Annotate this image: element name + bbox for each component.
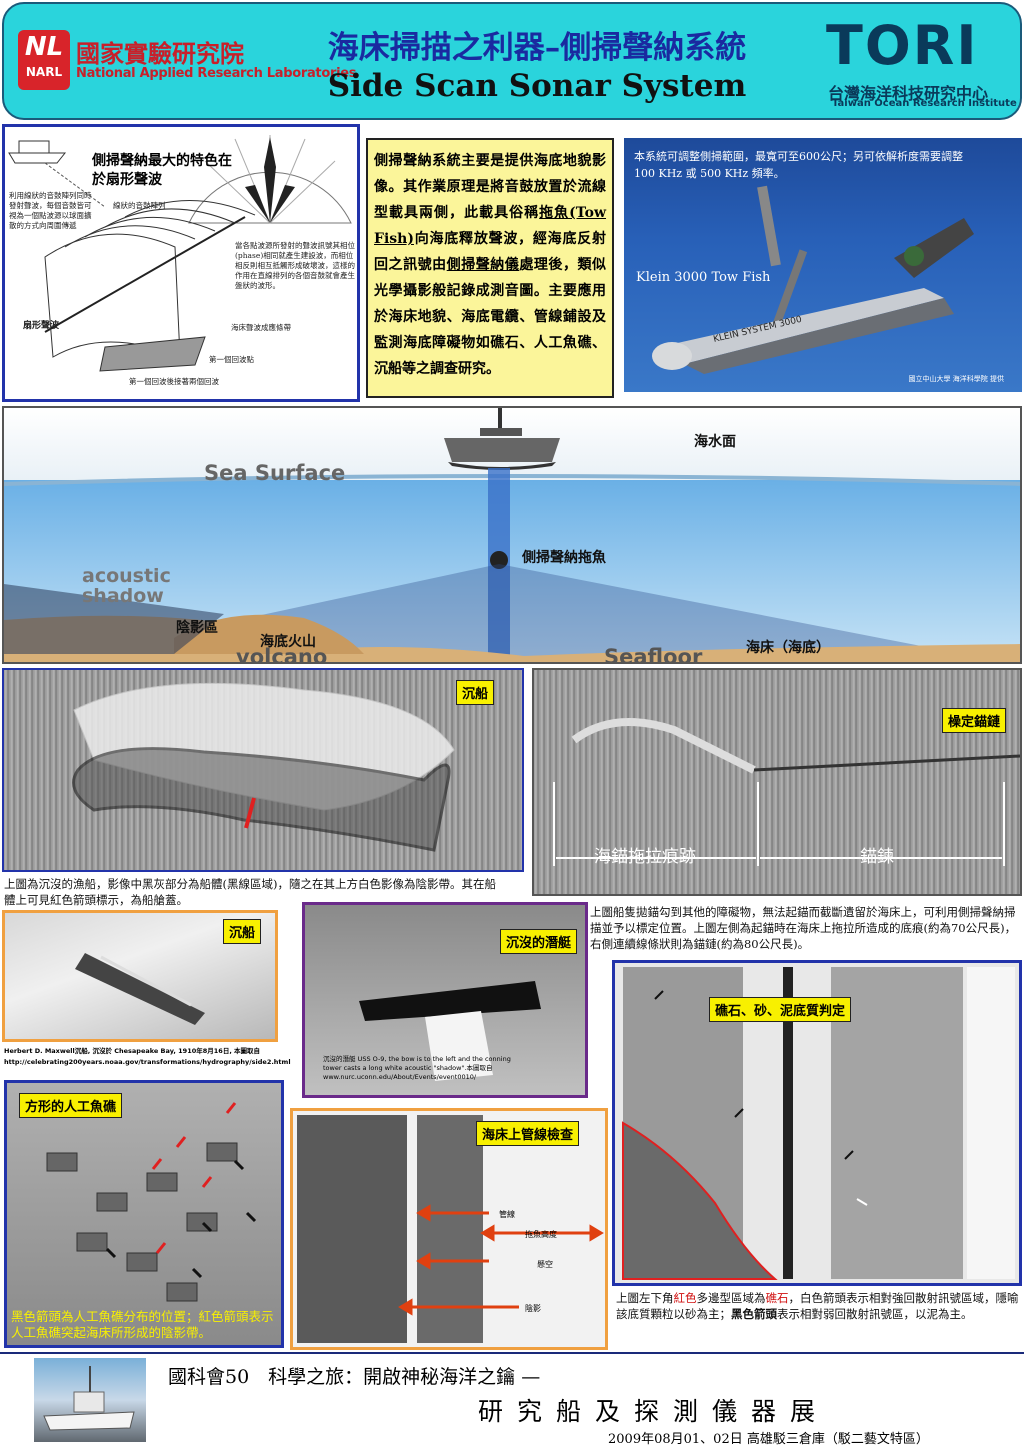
towfish-credit: 國立中山大學 海洋科學院 提供 xyxy=(908,375,1004,383)
sea-cross-section-diagram: Sea Surface acoustic shadow volcano Seaf… xyxy=(4,408,1020,664)
pipeline-image: 海床上管線檢查 管線 拖魚高度 懸空 陰影 xyxy=(290,1108,608,1350)
sediment-caption-b: 多邊型區域為 xyxy=(696,1291,766,1305)
sediment-caption: 上圖左下角紅色多邊型區域為礁石，白色箭頭表示相對強回散射訊號區域，隱喻該底質顆粒… xyxy=(616,1290,1020,1322)
narl-logo-text: NARL xyxy=(25,65,63,79)
fan-beam-diagram-panel: 利用線狀的音鼓陣列同時發射聲波，每個音鼓皆可視為一個點波源以球面擴散的方式向周圍… xyxy=(2,124,360,402)
intro-text-sonar: 側掃聲納儀 xyxy=(446,257,520,273)
sediment-caption-d: 表示相對弱回散射訊號區，以泥為主。 xyxy=(777,1307,973,1321)
seafloor-label-zh: 海床（海底） xyxy=(746,639,830,656)
beam-pattern-icon xyxy=(188,135,352,224)
tori-name-en: Taiwan Ocean Research Institute xyxy=(832,98,1017,109)
reef-markers-icon xyxy=(46,1102,257,1302)
intro-text-c: 向海底釋放聲波，經海底反射回之訊號由 xyxy=(374,231,606,273)
reef-caption: 黑色箭頭為人工魚礁分布的位置；紅色箭頭表示人工魚礁突起海床所形成的陰影帶。 xyxy=(11,1309,274,1340)
sediment-caption-a: 上圖左下角 xyxy=(616,1291,674,1305)
diagram-label-band: 海床聲波成應條帶 xyxy=(231,323,291,332)
tori-name-zh: 台灣海洋科技研究中心 xyxy=(828,84,989,103)
footer-event-line: 國科會50 科學之旅：開啟神秘海洋之鑰 — xyxy=(168,1366,541,1388)
narl-logo: 𝙉𝙇 NARL xyxy=(18,30,70,90)
footer-date-venue: 2009年08月01、02日 高雄駁三倉庫（駁二藝文特區） xyxy=(608,1432,929,1447)
pipeline-pipe-label: 管線 xyxy=(499,1210,515,1219)
volcano-label-zh: 海底火山 xyxy=(260,633,316,650)
sediment-label: 礁石、砂、泥底質判定 xyxy=(709,997,852,1022)
shadow-label-zh: 陰影區 xyxy=(176,619,218,636)
intro-text-e: 處理後，類似光學攝影般記錄成測音圖。主要應用於海床地貌、海底電纜、管線鋪設及監測… xyxy=(374,257,607,377)
wreck2-ship-icon xyxy=(75,953,205,1025)
intro-text-towfish: 拖魚(Tow Fish) xyxy=(374,205,607,247)
anchor-trace-icon xyxy=(553,718,1021,866)
wreck2-caption: Herbert D. Maxwell沉船, 沉沒於 Chesapeake Bay… xyxy=(4,1047,291,1066)
anchor-chain-label: 錨鍊 xyxy=(860,847,894,867)
pipeline-label: 海床上管線檢查 xyxy=(475,1121,579,1146)
intro-text-box: 側掃聲納系統主要是提供海底地貌影像。其作業原理是將音鼓放置於流線型載具兩側，此載… xyxy=(366,138,614,398)
diagram-note-left: 利用線狀的音鼓陣列同時發射聲波，每個音鼓皆可視為一個點波源以球面擴散的方式向周圍… xyxy=(9,191,92,230)
wreck2-image: 沉船 xyxy=(2,910,278,1042)
sediment-caption-red1: 紅色 xyxy=(673,1291,697,1305)
submarine-image: 沉沒的潛艇 沉沒的潛艇 USS O-9, the bow is to the l… xyxy=(302,902,588,1098)
artificial-reef-image: 方形的人工魚礁 黑色箭頭為人工魚礁分布的位置；紅色箭頭表示人工魚礁突起海床所形成… xyxy=(4,1080,284,1348)
wreck-sonar-image: 沉船 xyxy=(2,668,524,872)
towfish-label: Klein 3000 Tow Fish xyxy=(636,270,771,285)
anchor-caption: 上圖船隻拋錨勾到其他的障礙物，無法起錨而截斷遺留於海床上，可利用側掃聲納掃描並予… xyxy=(590,905,1017,951)
diagram-label-bottom: 第一個回波後接著兩個回波 xyxy=(129,377,219,386)
towfish-description: 本系統可調整側掃範圍，最寬可至600公尺；另可依解析度需要調整 100 KHz … xyxy=(634,150,963,180)
pipeline-shadow-label: 陰影 xyxy=(525,1304,541,1313)
diagram-label-first: 第一個回波點 xyxy=(209,355,254,364)
sediment-sonar-image: 礁石、砂、泥底質判定 xyxy=(612,960,1022,1286)
anchor-drag-label: 海錨拖拉痕跡 xyxy=(594,847,696,867)
page-title-zh: 海床掃描之利器–側掃聲納系統 xyxy=(327,30,747,66)
reef-label: 方形的人工魚礁 xyxy=(19,1093,123,1118)
page-title-en: Side Scan Sonar System xyxy=(327,68,747,104)
acoustic-shadow-region xyxy=(4,584,224,654)
ship-icon xyxy=(444,408,560,470)
narl-name-zh: 國家實驗研究院 xyxy=(76,40,244,68)
submarine-label: 沉沒的潛艇 xyxy=(499,929,577,954)
volcano-label-en: volcano xyxy=(236,645,327,664)
sea-cross-section: Sea Surface acoustic shadow volcano Seaf… xyxy=(2,406,1022,664)
acoustic-shadow-label-1: acoustic xyxy=(82,565,171,587)
tori-logo: TORI xyxy=(826,14,979,77)
hatch-arrow-icon xyxy=(244,797,256,829)
diagram-label-fan: 扇形聲波 xyxy=(23,321,60,331)
research-vessel-photo xyxy=(34,1358,146,1442)
sediment-caption-red2: 礁石 xyxy=(765,1291,789,1305)
wreck2-label: 沉船 xyxy=(222,919,261,944)
diagram-note-right: 當各點波源所發射的聲波訊號其相位(phase)相同就產生建設波，而相位相反則相互… xyxy=(235,241,355,290)
towfish-label-zh: 側掃聲納拖魚 xyxy=(521,549,606,566)
acoustic-shadow-label-2: shadow xyxy=(82,585,164,607)
sediment-caption-bold: 黑色箭頭 xyxy=(731,1307,777,1321)
towfish-icon xyxy=(490,551,508,569)
anchor-label: 橾定錨鏈 xyxy=(941,708,1006,733)
sediment-caption-c: ，白色箭頭表示相對強回散射訊號區域，隱喻該底質顆粒以砂為主； xyxy=(616,1291,1019,1321)
towfish-icon: KLEIN SYSTEM 3000 xyxy=(652,185,974,374)
intro-text-a: 側掃聲納系統主要是提供海底地貌影像。其作業原理是將音鼓放置於流線型載具兩側，此載… xyxy=(374,153,606,221)
anchor-sonar-image: 橾定錨鏈 海錨拖拉痕跡 錨鍊 xyxy=(532,668,1022,896)
pipeline-height-label: 拖魚高度 xyxy=(525,1230,557,1239)
header-banner xyxy=(2,2,1022,120)
wreck1-caption: 上圖為沉沒的漁船，影像中黑灰部分為船體(黑線區域)，隨之在其上方白色影像為陰影帶… xyxy=(4,877,496,907)
wreck-outline-icon xyxy=(72,682,455,852)
narl-logo-mark: 𝙉𝙇 xyxy=(24,32,64,62)
footer-exhibit-title: 研究船及探測儀器展 xyxy=(478,1397,830,1426)
diagram-note-array: 線狀的音鼓陣列 xyxy=(113,201,166,210)
research-vessel-icon xyxy=(43,1366,135,1431)
seafloor-label-en: Seafloor xyxy=(604,645,703,664)
narl-name-en: National Applied Research Laboratories xyxy=(76,66,357,81)
sea-surface-label-zh: 海水面 xyxy=(694,433,736,450)
volcano-icon xyxy=(174,614,364,654)
diagram-title: 側掃聲納最大的特色在於扇形聲波 xyxy=(92,153,232,188)
ship-icon xyxy=(8,140,67,164)
towfish-photo-panel: 本系統可調整側掃範圍，最寬可至600公尺；另可依解析度需要調整 100 KHz … xyxy=(624,138,1022,392)
wreck1-label: 沉船 xyxy=(455,680,494,705)
submarine-icon xyxy=(359,981,541,1081)
sea-surface-label-en: Sea Surface xyxy=(204,461,345,485)
pipeline-icon xyxy=(297,1115,604,1343)
submarine-caption: 沉沒的潛艇 USS O-9, the bow is to the left an… xyxy=(323,1055,511,1081)
footer-divider xyxy=(0,1352,1024,1354)
fan-arcs-icon xyxy=(44,200,256,372)
pipeline-span-label: 懸空 xyxy=(537,1260,553,1269)
fan-beam-diagram xyxy=(8,135,352,372)
